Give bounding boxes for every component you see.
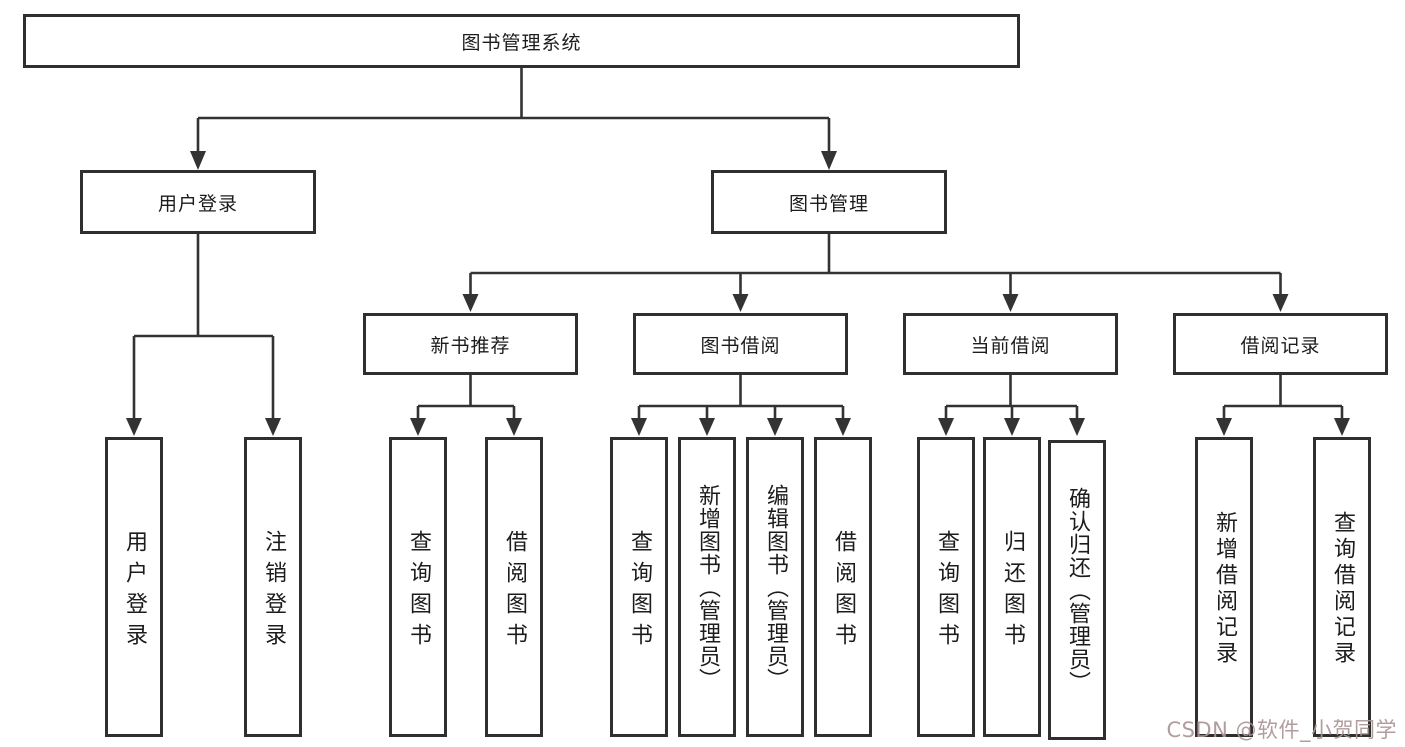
leaf-cb-confirm-return-admin: 确认归还（管理员）: [1048, 440, 1106, 740]
edge-root-to-level2: [196, 68, 831, 152]
edge-newbook-to-leaves: [416, 375, 516, 420]
watermark-text: CSDN @软件_小贺同学: [1166, 718, 1397, 742]
leaf-br-query-record: 查询借阅记录: [1313, 437, 1371, 737]
node-new-book-recommend: 新书推荐: [363, 313, 578, 375]
node-book-management: 图书管理: [711, 170, 947, 234]
leaf-bb-add-book-admin: 新增图书（管理员）: [678, 437, 736, 737]
node-borrow-record: 借阅记录: [1173, 313, 1388, 375]
leaf-user-login: 用户登录: [105, 437, 163, 737]
edge-currentborrow-to-leaves: [944, 375, 1079, 420]
node-current-borrow: 当前借阅: [903, 313, 1118, 375]
leaf-logout: 注销登录: [244, 437, 302, 737]
edge-borrowrecord-to-leaves: [1222, 375, 1344, 420]
leaf-nbr-borrow-book: 借阅图书: [485, 437, 543, 737]
node-book-borrow: 图书借阅: [633, 313, 848, 375]
leaf-br-add-record: 新增借阅记录: [1195, 437, 1253, 737]
node-user-login: 用户登录: [80, 170, 316, 234]
edge-userlogin-to-leaves: [132, 234, 275, 420]
leaf-cb-query-book: 查询图书: [917, 437, 975, 737]
leaf-bb-query-book: 查询图书: [610, 437, 668, 737]
edge-bookmgmt-to-level3: [469, 234, 1282, 296]
edge-bookborrow-to-leaves: [637, 375, 845, 420]
node-root: 图书管理系统: [23, 14, 1020, 68]
leaf-bb-borrow-book: 借阅图书: [814, 437, 872, 737]
leaf-cb-return-book: 归还图书: [983, 437, 1041, 737]
leaf-bb-edit-book-admin: 编辑图书（管理员）: [746, 437, 804, 737]
leaf-nbr-query-book: 查询图书: [389, 437, 447, 737]
